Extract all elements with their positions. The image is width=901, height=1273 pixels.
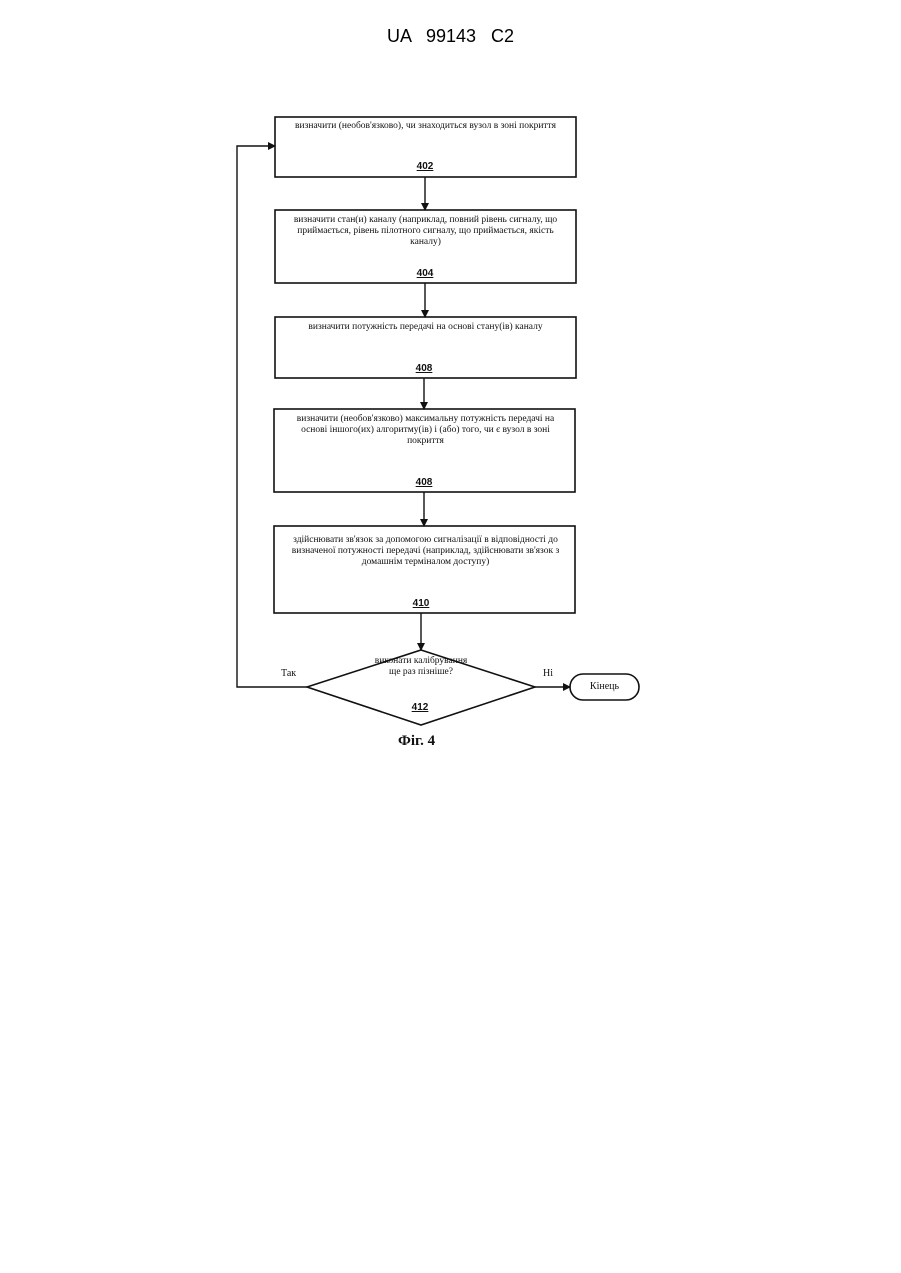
end-label: Кінець	[570, 681, 639, 692]
decision-no-label: Ні	[543, 668, 553, 679]
step-408-text: визначити (необов'язково) максимальну по…	[278, 412, 573, 452]
step-406-ref: 408	[404, 363, 444, 374]
step-408-ref: 408	[404, 477, 444, 488]
step-402-ref: 402	[405, 161, 445, 172]
figure-caption: Фіг. 4	[398, 733, 435, 750]
step-410-ref: 410	[401, 598, 441, 609]
step-404-text: визначити стан(и) каналу (наприклад, пов…	[280, 213, 571, 253]
step-404-ref: 404	[405, 268, 445, 279]
step-402-text: визначити (необов'язково), чи знаходитьс…	[275, 119, 576, 141]
decision-yes-label: Так	[281, 668, 296, 679]
step-406-text: визначити потужність передачі на основі …	[275, 320, 576, 342]
decision-412-text: виконати калібрування ще раз пізніше?	[366, 656, 476, 696]
decision-412-ref: 412	[400, 702, 440, 713]
step-410-text: здійснювати зв'язок за допомогою сигналі…	[278, 533, 573, 573]
